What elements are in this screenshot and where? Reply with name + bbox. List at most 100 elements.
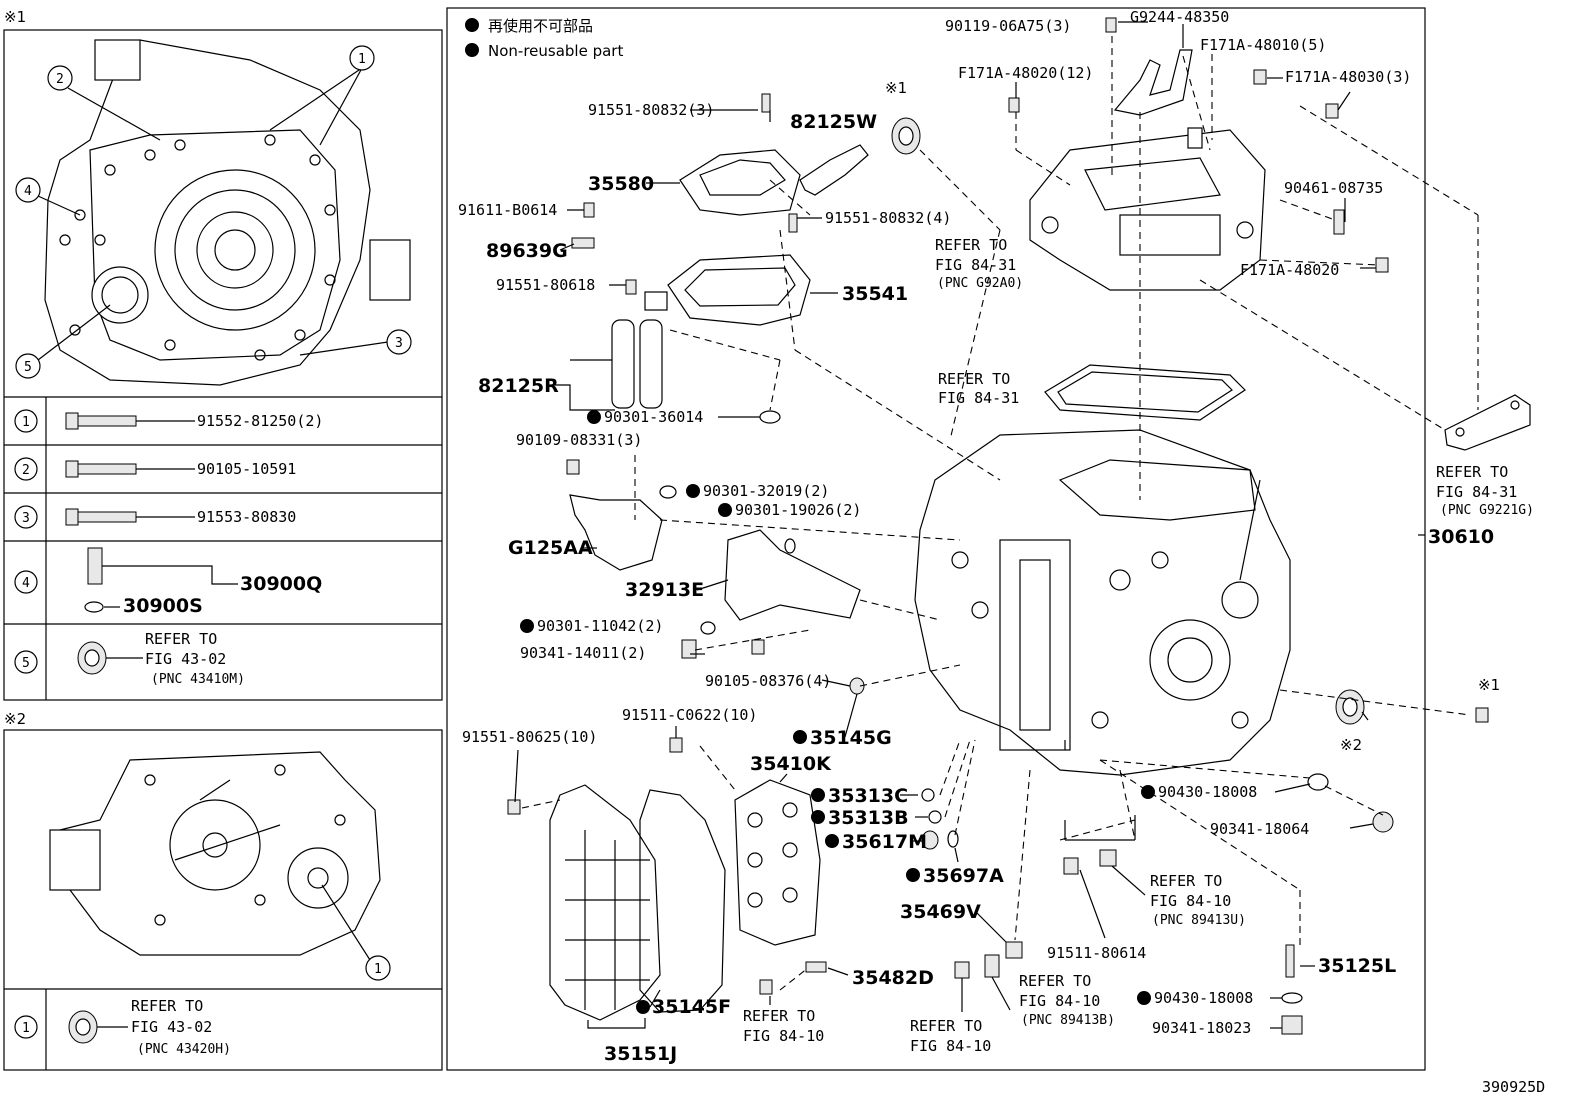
part-label: 90301-11042(2)	[537, 617, 663, 635]
transaxle-housing	[914, 429, 1291, 776]
callout-4-label: 4	[24, 184, 32, 199]
sensor-icon	[984, 954, 1000, 978]
refer-text: REFER TO	[1150, 872, 1222, 890]
part-label: G9244-48350	[1130, 8, 1229, 26]
callout-3	[386, 329, 412, 355]
refer-pnc: (PNC 89413U)	[1152, 913, 1246, 928]
bolt-icon	[759, 979, 773, 995]
bolt-icon	[788, 213, 798, 233]
bolt-icon	[1063, 857, 1079, 875]
refer-text: REFER TO	[1019, 972, 1091, 990]
part-label: 32913E	[625, 579, 704, 601]
refer-figure: FIG 84-10	[1019, 992, 1100, 1010]
row-number: 1	[22, 1021, 30, 1036]
part-label: F171A-48030(3)	[1285, 68, 1411, 86]
sensor-icon	[1099, 849, 1117, 867]
sensor-icon	[1333, 209, 1345, 235]
part-label: G125AA	[508, 537, 593, 559]
part-label: 35125L	[1318, 955, 1396, 977]
callout-2	[47, 65, 73, 91]
part-label: 90105-08376(4)	[705, 672, 831, 690]
callout-5	[15, 353, 41, 379]
bolt-icon	[65, 508, 79, 526]
sleeve-icon	[1005, 941, 1023, 959]
part-label: 35580	[588, 173, 654, 195]
bolt-icon	[65, 412, 79, 430]
bracket-32913e	[724, 529, 861, 621]
part-label: 90430-18008	[1158, 783, 1257, 801]
callout-2-label: 2	[56, 72, 64, 87]
part-label: F171A-48010(5)	[1200, 36, 1326, 54]
o-ring-icon	[700, 621, 716, 635]
part-label: 89639G	[486, 240, 568, 262]
table-row: 3 91553-80830	[14, 505, 296, 529]
bolt-icon	[1008, 97, 1020, 113]
refer-pnc: (PNC 43420H)	[137, 1042, 231, 1057]
refer-figure: FIG 84-10	[743, 1027, 824, 1045]
cover-35580	[679, 149, 801, 216]
refer-text: REFER TO	[145, 630, 217, 648]
part-label: 90341-18064	[1210, 820, 1309, 838]
part-label: 35313B	[828, 807, 909, 829]
bolt-icon	[1375, 257, 1389, 273]
part-label: 90301-36014	[604, 408, 703, 426]
refer-pnc: (PNC G92A0)	[937, 276, 1023, 291]
plug-icon	[1372, 811, 1394, 833]
pin-icon	[1285, 944, 1295, 978]
part-label: 82125W	[790, 111, 877, 133]
note1-mark: ※1	[1478, 676, 1500, 694]
seal-icon	[921, 830, 939, 850]
sensor-icon	[87, 547, 103, 585]
non-reusable-bullet	[520, 410, 1155, 1014]
main-panel	[446, 7, 1426, 1071]
table-row: 5 REFER TO FIG 43-02 (PNC 43410M)	[14, 630, 245, 687]
row-number: 4	[22, 576, 30, 591]
refer-pnc: (PNC 89413B)	[1021, 1013, 1115, 1028]
strainer-35541	[667, 254, 811, 326]
refer-pnc: (PNC G9221G)	[1440, 503, 1534, 518]
bracket-g9244	[1113, 49, 1193, 116]
callout-1-lower	[365, 955, 391, 981]
part-label: 35482D	[852, 967, 934, 989]
row-number: 5	[22, 656, 30, 671]
note2-mark: ※2	[1340, 736, 1362, 754]
o-ring-icon	[921, 788, 935, 802]
o-ring-icon	[759, 410, 781, 424]
row-number: 1	[22, 415, 30, 430]
plug-icon	[681, 639, 697, 659]
refer-text: REFER TO	[938, 370, 1010, 388]
refer-text: REFER TO	[1436, 463, 1508, 481]
bolt-icon	[1325, 103, 1339, 119]
table-row: 4 30900Q 30900S	[14, 547, 322, 617]
valve-body	[734, 779, 821, 946]
refer-text: REFER TO	[743, 1007, 815, 1025]
part-label: 35313C	[828, 785, 908, 807]
part-label: 91551-80832(3)	[588, 101, 714, 119]
part-number: 91552-81250(2)	[197, 412, 323, 430]
note1-mark: ※1	[885, 79, 907, 97]
part-label: F171A-48020(12)	[958, 64, 1093, 82]
part-label: 90301-32019(2)	[703, 482, 829, 500]
part-label: 90301-19026(2)	[735, 501, 861, 519]
bolt-icon	[566, 459, 580, 475]
bolt-icon	[1105, 17, 1117, 33]
table-row: 2 90105-10591	[14, 457, 296, 481]
part-number: 30900S	[123, 595, 203, 617]
part-label: 35145F	[652, 996, 731, 1018]
pipe-82125w	[799, 144, 869, 196]
part-label: 35151J	[604, 1043, 677, 1065]
o-ring-icon	[84, 601, 104, 613]
bolt-icon	[1253, 69, 1267, 85]
part-number: 30900Q	[240, 573, 322, 595]
part-label: 91611-B0614	[458, 201, 557, 219]
refer-figure: FIG 84-31	[1436, 483, 1517, 501]
part-label: 91551-80625(10)	[462, 728, 597, 746]
refer-figure: FIG 43-02	[145, 650, 226, 668]
plug-icon	[1281, 1015, 1303, 1035]
part-label: 90119-06A75(3)	[945, 17, 1071, 35]
panel-note1	[3, 29, 443, 701]
o-ring-icon	[659, 485, 677, 499]
transaxle-rear-view	[49, 751, 381, 956]
callout-labels: 90119-06A75(3) G9244-48350 F171A-48010(5…	[458, 8, 1545, 1096]
